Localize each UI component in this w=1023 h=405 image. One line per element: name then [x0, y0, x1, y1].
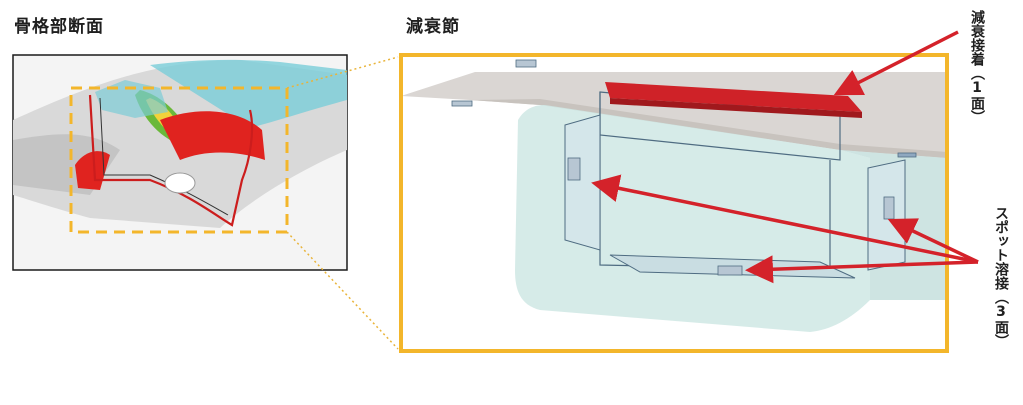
left-title: 骨格部断面 — [14, 17, 104, 37]
arrow-weld-bottom — [745, 255, 979, 284]
weld-tab-left — [451, 100, 473, 107]
zoom-line-bottom — [286, 231, 399, 350]
right-title: 減衰節 — [406, 17, 460, 37]
top-plate — [401, 72, 947, 158]
weld-spot-left — [567, 157, 581, 181]
section-profile-inner — [99, 97, 229, 216]
section-profile-red — [88, 94, 254, 227]
top-plate-edge — [470, 99, 947, 158]
arrow-adhesive — [833, 30, 959, 96]
weld-spot-right — [883, 196, 895, 220]
damping-node-frame — [399, 53, 949, 353]
damping-node-panel — [399, 53, 949, 353]
zoom-line-top — [286, 56, 399, 89]
arrow-weld-right — [887, 218, 979, 264]
callout-label-adhesive: 減衰接着（1面） — [969, 10, 985, 124]
callout-label-spot-weld: スポット溶接（3面） — [993, 206, 1009, 348]
weld-spot-bottom — [717, 265, 743, 276]
adhesive-strip-edge — [610, 98, 862, 118]
weld-tab-right — [897, 152, 917, 158]
stress-zone-cyan — [150, 59, 347, 128]
bracket-side-left — [564, 114, 601, 251]
highlight-dashed-box — [69, 86, 289, 234]
cross-section-panel — [12, 54, 348, 271]
weld-tab-top — [515, 59, 537, 68]
section-hole — [164, 172, 196, 194]
adhesive-strip — [605, 82, 862, 112]
arrow-weld-left — [591, 174, 979, 264]
stress-zone-red — [160, 111, 265, 160]
